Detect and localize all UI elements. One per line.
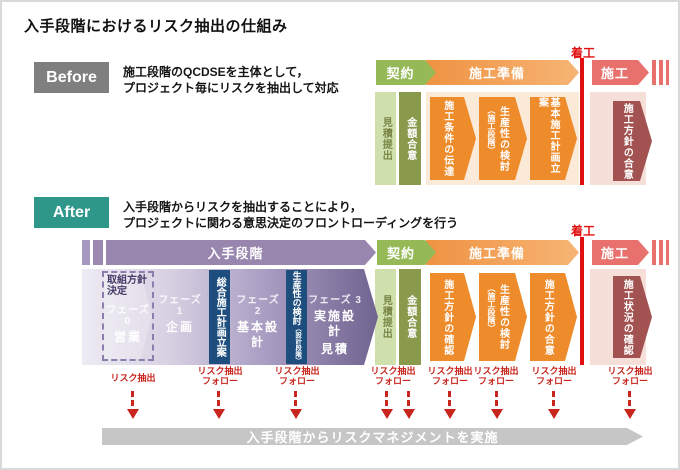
risk-arrow xyxy=(443,391,456,419)
risk-arrow xyxy=(380,391,393,419)
after-description-line2: プロジェクトに関わる意思決定のフロントローディングを行う xyxy=(123,216,459,230)
risk-label-4: リスク抽出フォロー xyxy=(427,366,473,386)
risk-arrow xyxy=(289,391,302,419)
before-step-policy-agreement: 施工方針の合意 xyxy=(613,101,652,181)
policy-decision-box: 取組方針 決定 フェーズ 0 営業 xyxy=(102,271,154,361)
risk-label-0: リスク抽出 xyxy=(110,373,156,383)
before-header-preparation: 施工準備 xyxy=(426,60,579,85)
after-description-line1: 入手段階からリスクを抽出することにより， xyxy=(123,200,362,214)
risk-arrow xyxy=(490,391,503,419)
risk-arrow xyxy=(547,391,560,419)
phase-3: フェーズ 3 実施設計 見積 xyxy=(308,295,362,356)
phase-0: フェーズ 0 営業 xyxy=(106,305,150,344)
risk-management-bar: 入手段階からリスクマネジメントを実施 xyxy=(102,428,643,445)
page-title: 入手段階におけるリスク抽出の仕組み xyxy=(24,18,288,35)
risk-arrow xyxy=(623,391,636,419)
risk-label-3: リスク抽出フォロー xyxy=(370,366,416,386)
after-kickoff-line xyxy=(580,237,584,365)
phase-2: フェーズ 2 基本設計 xyxy=(236,295,280,349)
after-step-productivity: 生産性の検討 （施工段階） xyxy=(479,273,527,361)
risk-arrow xyxy=(126,391,139,419)
before-header-contract: 契約 xyxy=(376,60,436,85)
construction-stripe xyxy=(652,240,656,265)
policy-line1: 取組方針 xyxy=(107,275,147,286)
before-estimate-column: 見積提出 xyxy=(375,92,396,185)
phase-1: フェーズ 1 企画 xyxy=(158,295,202,334)
after-description: 入手段階からリスクを抽出することにより， プロジェクトに関わる意思決定のフロント… xyxy=(123,199,458,231)
policy-line2: 決定 xyxy=(107,286,127,297)
acquisition-phase-arrow: 取組方針 決定 フェーズ 0 営業 フェーズ 1 企画 総合施工計画立案 フェー… xyxy=(82,269,378,365)
after-kickoff-label: 着工 xyxy=(571,224,596,238)
after-badge: After xyxy=(34,197,109,228)
risk-label-5: リスク抽出フォロー xyxy=(473,366,519,386)
milestone-overall-plan: 総合施工計画立案 xyxy=(209,270,230,364)
after-estimate-column: 見積提出 xyxy=(375,269,396,365)
construction-stripe xyxy=(659,60,663,85)
construction-stripe xyxy=(666,240,669,265)
before-badge: Before xyxy=(34,62,109,93)
risk-label-1: リスク抽出フォロー xyxy=(197,366,243,386)
before-header-construction: 施工 xyxy=(592,60,649,85)
before-kickoff-label: 着工 xyxy=(571,46,596,60)
construction-stripe xyxy=(652,60,656,85)
after-header-construction: 施工 xyxy=(592,240,649,265)
before-description: 施工段階のQCDSEを主体として， プロジェクト毎にリスクを抽出して対応 xyxy=(123,64,339,96)
after-header-acquisition: 入手段階 xyxy=(106,240,376,265)
after-header-contract: 契約 xyxy=(377,240,436,265)
after-step-policy-agreement: 施工方針の合意 xyxy=(530,273,577,361)
risk-arrow xyxy=(402,391,415,419)
risk-label-2: リスク抽出フォロー xyxy=(274,366,320,386)
before-description-line2: プロジェクト毎にリスクを抽出して対応 xyxy=(123,81,339,95)
after-agreement-column: 金額合意 xyxy=(399,269,421,365)
before-description-line1: 施工段階のQCDSEを主体として， xyxy=(123,65,309,79)
risk-arrow xyxy=(212,391,225,419)
after-header-preparation: 施工準備 xyxy=(426,240,579,265)
acquisition-prebar xyxy=(82,240,90,265)
acquisition-prebar xyxy=(93,240,103,265)
construction-stripe xyxy=(666,60,669,85)
risk-label-7: リスク抽出フォロー xyxy=(607,366,653,386)
risk-label-6: リスク抽出フォロー xyxy=(531,366,577,386)
milestone-productivity-design: 生産性の検討（設計段階） xyxy=(286,270,307,364)
after-step-policy-check: 施工方針の確認 xyxy=(430,273,476,361)
before-agreement-column: 金額合意 xyxy=(399,92,421,185)
phase0-chevron xyxy=(104,273,152,359)
after-step-status-check: 施工状況の確認 xyxy=(613,276,652,358)
before-kickoff-line xyxy=(580,58,584,185)
construction-stripe xyxy=(659,240,663,265)
